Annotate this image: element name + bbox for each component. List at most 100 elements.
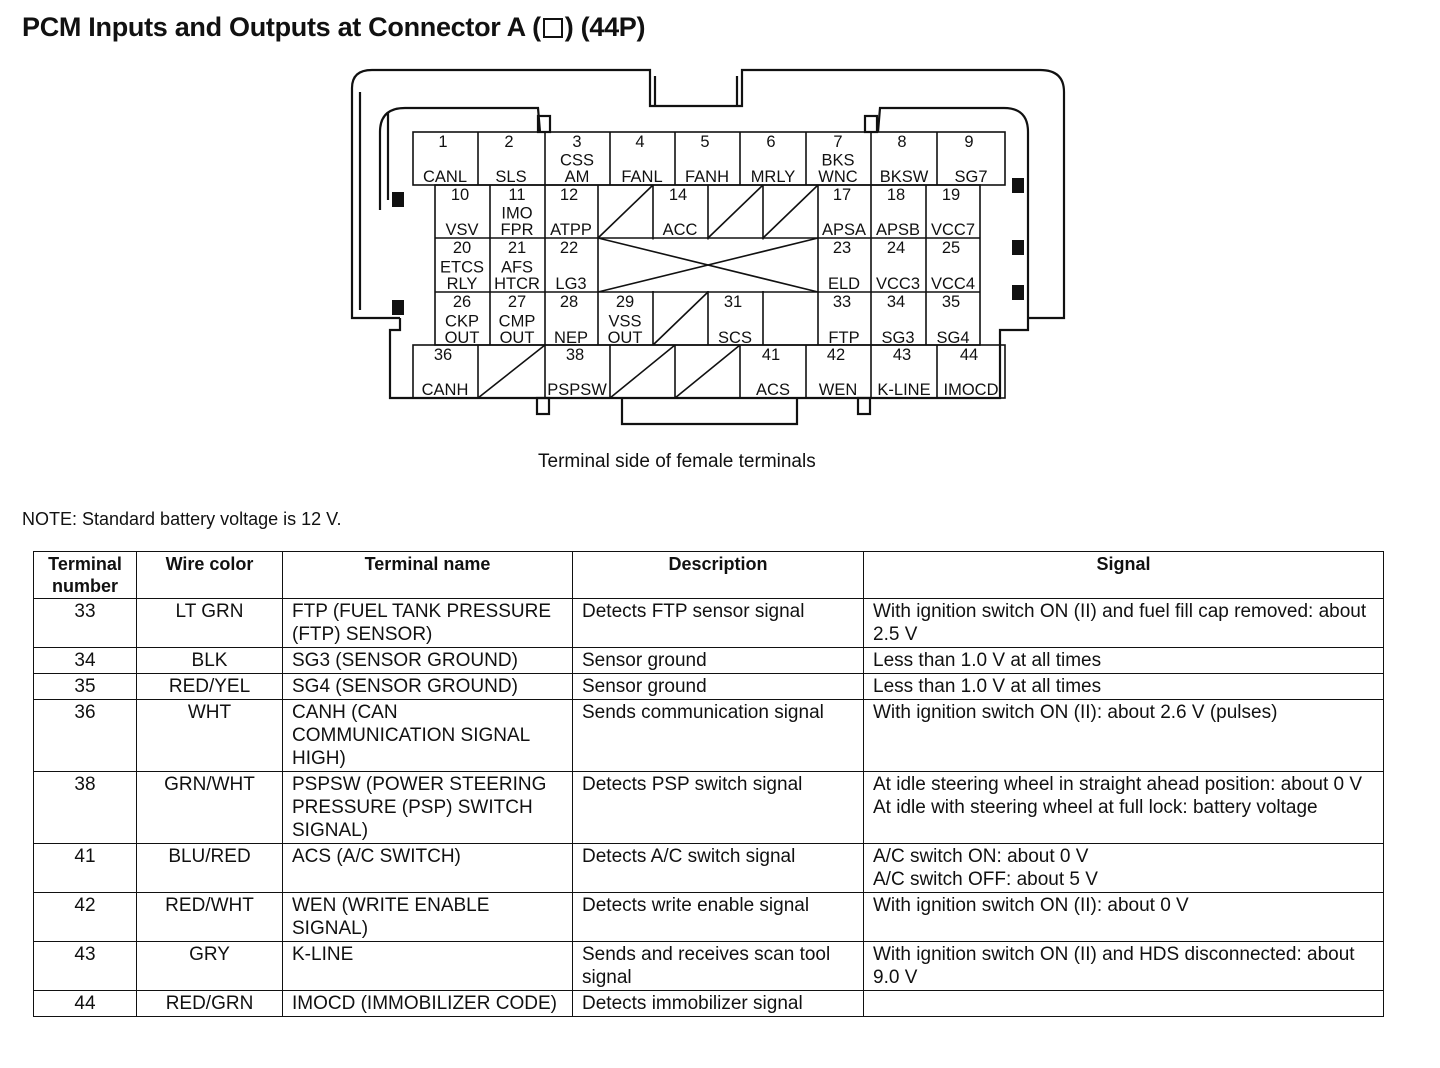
terminal-number-label: 10: [451, 186, 469, 204]
battery-voltage-note: NOTE: Standard battery voltage is 12 V.: [22, 509, 342, 529]
cell-signal: [863, 990, 1384, 1017]
title-text-end: ) (44P): [564, 12, 646, 42]
terminal-number-label: 29: [616, 293, 634, 311]
signal-line: With ignition switch ON (II): about 0 V: [873, 895, 1189, 916]
terminal-number-label: 33: [833, 293, 851, 311]
connector-diagram: 1CANL2SLS3CSSAM4FANL5FANH6MRLY7BKSWNC8BK…: [350, 68, 1066, 426]
terminal-number-label: 23: [833, 239, 851, 257]
terminal-signal-label: CSS: [560, 152, 594, 170]
header-terminal-number: Terminal number: [33, 551, 137, 599]
cell-signal: At idle steering wheel in straight ahead…: [863, 771, 1384, 844]
terminal-signal-label: FTP: [828, 329, 859, 347]
terminal-number-label: 20: [453, 239, 471, 257]
terminal-signal-label: AFS: [501, 259, 533, 277]
cell-terminal-name: SG3 (SENSOR GROUND): [282, 647, 573, 674]
terminal-number-label: 35: [942, 293, 960, 311]
latch-tabs: [392, 178, 1024, 315]
terminal-signal-label: VCC4: [931, 275, 975, 293]
terminal-table: Terminal number Wire color Terminal name…: [33, 551, 1384, 1017]
terminal-number-label: 11: [508, 186, 525, 204]
terminal-number-label: 7: [833, 133, 842, 151]
terminal-signal-label: FANL: [621, 168, 662, 186]
terminal-signal-label: APSA: [822, 221, 866, 239]
cell-wire-color: BLK: [136, 647, 283, 674]
terminal-signal-label: ELD: [828, 275, 860, 293]
cell-terminal-name: WEN (WRITE ENABLE SIGNAL): [282, 892, 573, 942]
signal-line: With ignition switch ON (II) and HDS dis…: [873, 944, 1355, 988]
terminal-number-label: 26: [453, 293, 471, 311]
terminal-labels: 1CANL2SLS3CSSAM4FANL5FANH6MRLY7BKSWNC8BK…: [422, 133, 999, 399]
cell-wire-color: GRN/WHT: [136, 771, 283, 844]
terminal-number-label: 1: [438, 133, 447, 151]
terminal-number-label: 38: [566, 346, 584, 364]
title-text-start: PCM Inputs and Outputs at Connector A (: [22, 12, 541, 42]
cell-description: Detects FTP sensor signal: [572, 598, 864, 648]
terminal-number-label: 43: [893, 346, 911, 364]
terminal-number-label: 5: [700, 133, 709, 151]
cell-description: Sends and receives scan tool signal: [572, 941, 864, 991]
page-title: PCM Inputs and Outputs at Connector A ()…: [22, 12, 646, 43]
terminal-signal-label: SG3: [881, 329, 914, 347]
terminal-signal-label: ATPP: [550, 221, 592, 239]
terminal-number-label: 17: [833, 186, 851, 204]
diagram-caption: Terminal side of female terminals: [538, 451, 816, 472]
cell-wire-color: RED/YEL: [136, 673, 283, 700]
terminal-signal-label: ETCS: [440, 259, 484, 277]
signal-line: A/C switch OFF: about 5 V: [873, 869, 1098, 890]
terminal-signal-label: LG3: [555, 275, 586, 293]
terminal-number-label: 9: [964, 133, 973, 151]
cell-terminal-name: PSPSW (POWER STEERING PRESSURE (PSP) SWI…: [282, 771, 573, 844]
cell-terminal-number: 44: [33, 990, 137, 1017]
terminal-signal-label: MRLY: [751, 168, 796, 186]
terminal-signal-label: ACC: [663, 221, 698, 239]
terminal-number-label: 44: [960, 346, 978, 364]
terminal-number-label: 3: [572, 133, 581, 151]
cell-terminal-name: FTP (FUEL TANK PRESSURE (FTP) SENSOR): [282, 598, 573, 648]
terminal-number-label: 6: [766, 133, 775, 151]
terminal-signal-label: BKSW: [880, 168, 929, 186]
cell-terminal-number: 34: [33, 647, 137, 674]
cell-wire-color: RED/WHT: [136, 892, 283, 942]
cell-description: Sensor ground: [572, 673, 864, 700]
terminal-grid: [412, 131, 1006, 399]
signal-line: At idle with steering wheel at full lock…: [873, 797, 1318, 818]
terminal-number-label: 18: [887, 186, 905, 204]
terminal-signal-label: IMOCD: [944, 381, 999, 399]
terminal-signal-label: RLY: [447, 275, 478, 293]
cell-wire-color: LT GRN: [136, 598, 283, 648]
terminal-signal-label: APSB: [876, 221, 920, 239]
cell-wire-color: WHT: [136, 699, 283, 772]
terminal-signal-label: SLS: [495, 168, 526, 186]
terminal-signal-label: OUT: [445, 329, 480, 347]
terminal-signal-label: WEN: [819, 381, 858, 399]
connector-symbol-icon: [542, 18, 563, 38]
terminal-signal-label: HTCR: [494, 275, 540, 293]
terminal-signal-label: IMO: [501, 205, 532, 223]
terminal-signal-label: CKP: [445, 313, 479, 331]
terminal-number-label: 14: [669, 186, 687, 204]
terminal-signal-label: CANH: [422, 381, 469, 399]
